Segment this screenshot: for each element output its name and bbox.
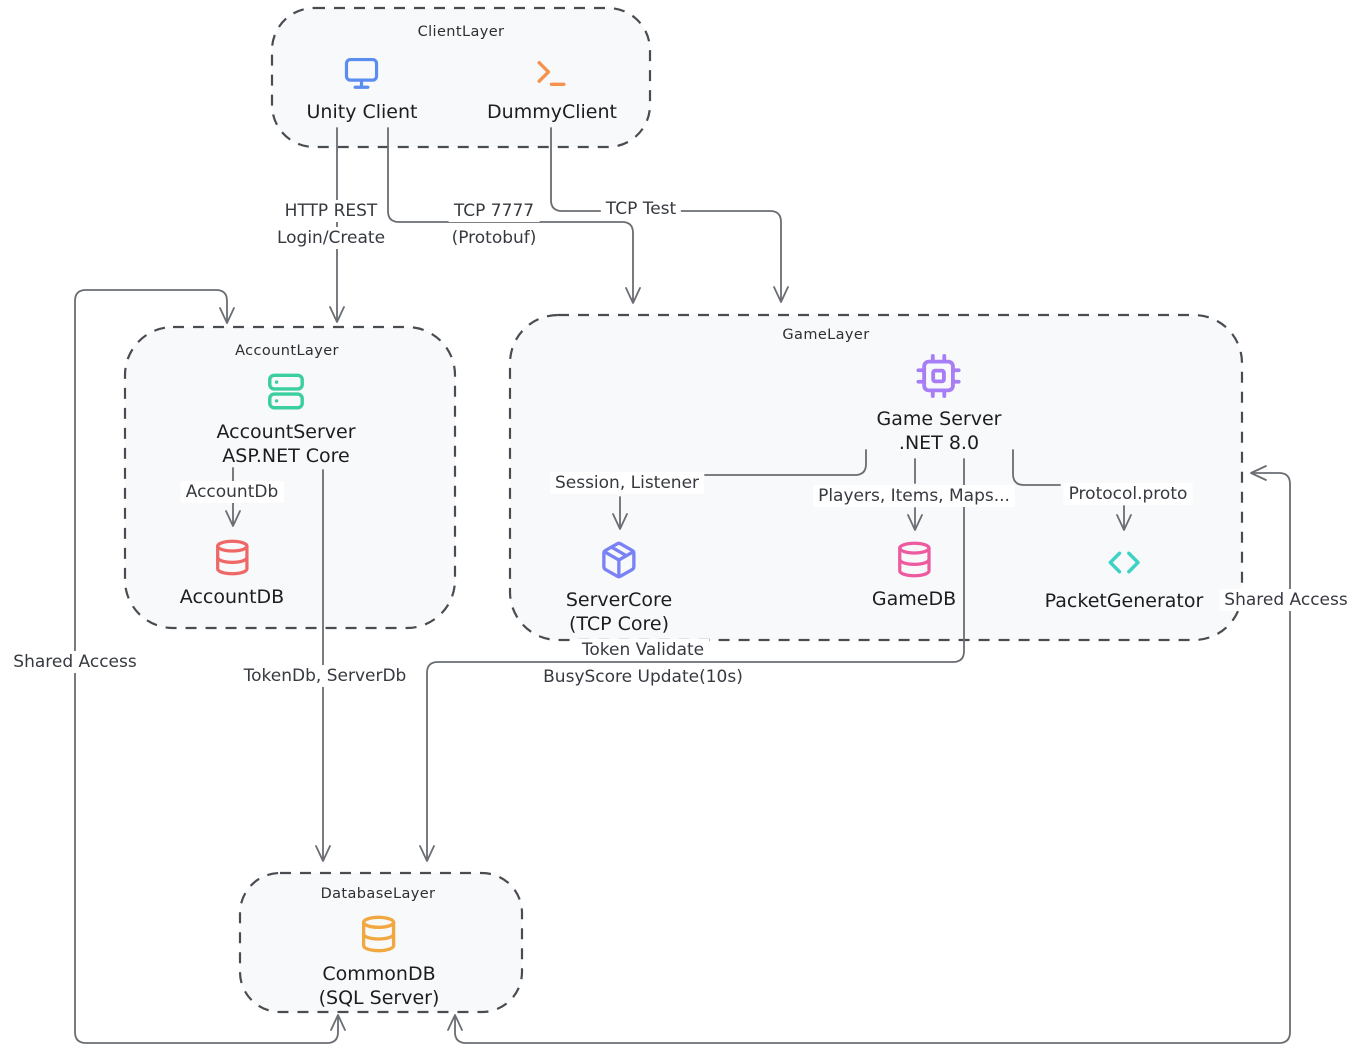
edge-session-arrowhead [612,513,628,530]
edge-token-validate [426,458,965,861]
code-icon [1106,544,1143,581]
node-server-core: ServerCore(TCP Core) [566,540,672,636]
account-layer-title: AccountLayer [235,343,339,359]
node-game-db: GameDB [872,540,956,611]
edge-label-players: Players, Items, Maps... [813,485,1015,507]
edge-shared-access-right-arrowhead-bottom [447,1014,463,1031]
edge-label-session: Session, Listener [549,472,705,494]
monitor-icon [343,54,381,92]
edge-label-shared-access-right: Shared Access [1219,589,1353,611]
server-icon [266,371,307,412]
edge-tokendb-arrowhead [315,845,331,862]
edge-protocol-arrowhead [1116,514,1132,531]
database-icon [212,538,251,577]
edge-label-accountdb: AccountDb [180,481,284,503]
node-account-db: AccountDB [180,538,284,609]
node-unity-client-label: Unity Client [306,101,418,123]
game-layer-box [508,313,1244,642]
edge-label-tokendb: TokenDb, ServerDb [238,665,412,687]
edge-tcp-7777-arrowhead [625,287,641,304]
game-layer-title: GameLayer [782,327,870,343]
node-dummy-client-label: DummyClient [487,101,617,123]
edge-label-token-validate: Token Validate BusyScore Update(10s) [538,639,748,688]
node-packet-generator: PacketGenerator [1044,544,1204,613]
node-game-server-label: Game Server.NET 8.0 [876,408,1002,454]
node-server-core-label: ServerCore(TCP Core) [565,589,673,635]
account-layer-box [123,325,457,630]
edge-shared-access-right-arrowhead-top [1250,465,1267,481]
edge-label-protocol: Protocol.proto [1063,483,1193,505]
cpu-icon [916,353,962,399]
node-game-db-label: GameDB [871,588,957,610]
node-account-db-label: AccountDB [179,586,285,608]
node-unity-client: Unity Client [306,54,418,124]
edge-token-validate-arrowhead [419,845,435,862]
database-layer-title: DatabaseLayer [320,886,436,902]
package-icon [599,540,639,580]
node-dummy-client: DummyClient [487,55,617,124]
edge-label-http-rest: HTTP REST Login/Create [271,200,391,249]
node-packet-generator-label: PacketGenerator [1044,590,1204,612]
terminal-icon [533,55,570,92]
edge-label-shared-access-left: Shared Access [8,651,142,673]
edge-session-lead [704,449,867,476]
edge-tcp-test-arrowhead [773,286,789,303]
edge-shared-access-right [454,472,1291,1044]
database-icon [894,540,933,579]
edge-tcp-7777 [387,127,634,302]
client-layer-title: ClientLayer [417,24,505,40]
client-layer-box [270,6,652,149]
edge-players-arrowhead [907,514,923,531]
edge-accountdb-arrowhead [225,510,241,527]
node-common-db: CommonDB(SQL Server) [318,914,440,1010]
database-icon [359,914,399,954]
edge-http-rest-arrowhead [329,306,345,323]
edge-label-tcp-test: TCP Test [600,198,682,220]
edge-shared-access-left-arrowhead-bottom [330,1014,346,1031]
edge-shared-access-left-arrowhead-top [219,307,235,324]
edge-label-tcp-7777: TCP 7777 (Protobuf) [446,200,542,249]
database-layer-box [238,871,524,1014]
edge-protocol-lead [1012,449,1061,486]
node-game-server: Game Server.NET 8.0 [876,353,1002,455]
node-common-db-label: CommonDB(SQL Server) [318,963,440,1009]
